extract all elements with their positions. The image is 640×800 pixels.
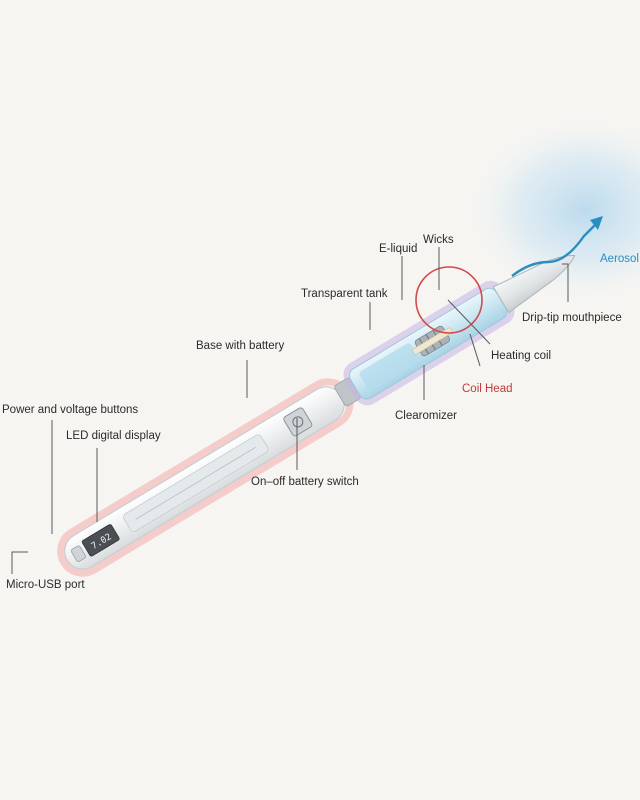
power-voltage-buttons [70,545,86,562]
onoff-switch [283,407,313,437]
label-e-liquid: E-liquid [379,243,417,255]
lead-drip-tip [562,263,569,302]
label-aerosol: Aerosol [600,253,639,265]
e-liquid [359,343,420,391]
label-clearomizer: Clearomizer [395,410,457,422]
label-led-display: LED digital display [66,430,161,442]
label-coil-head: Coil Head [462,383,513,395]
lead-usb [11,551,28,574]
device: 7.02 [57,254,576,577]
aerosol-arrow [511,221,599,277]
label-onoff-switch: On–off battery switch [251,476,359,488]
led-display [81,524,120,557]
lead-coil-head [469,333,481,367]
label-drip-tip: Drip-tip mouthpiece [522,312,622,324]
lead-heating-coil [447,299,491,345]
battery-cell-line [135,446,257,520]
drip-tip [492,254,576,314]
onoff-switch-mark [292,416,304,428]
wick [412,327,453,355]
aerosol-cloud [465,115,640,305]
label-base-with-battery: Base with battery [196,340,284,352]
label-transparent-tank: Transparent tank [301,288,388,300]
label-micro-usb: Micro-USB port [6,579,85,591]
label-power-voltage: Power and voltage buttons [2,404,138,416]
label-wicks: Wicks [423,234,454,246]
aerosol-arrow-head [590,216,603,230]
label-heating-coil: Heating coil [491,350,551,362]
coil-head-circle [415,266,483,334]
